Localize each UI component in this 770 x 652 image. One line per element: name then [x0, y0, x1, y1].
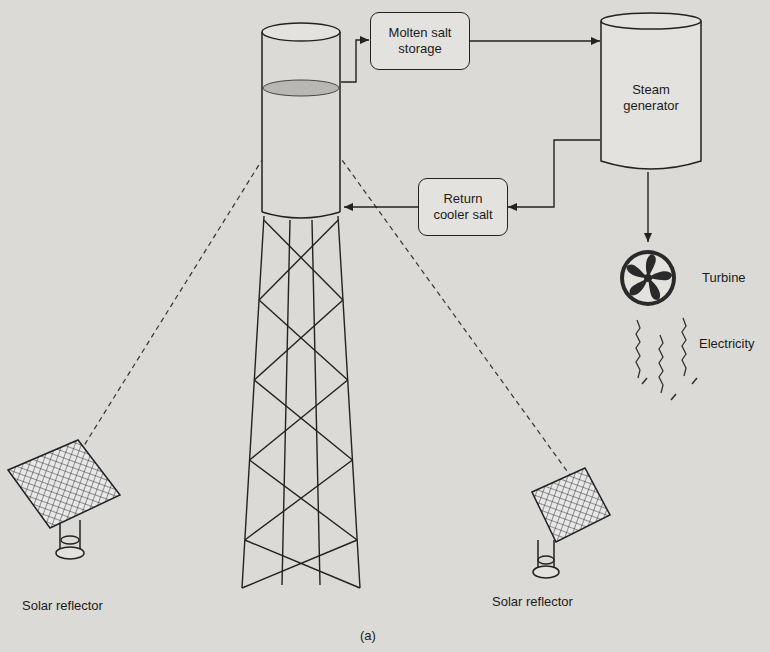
storage-box: Molten salt storage: [370, 12, 470, 70]
flow-arrow: [470, 40, 600, 41]
figure-caption: (a): [360, 628, 376, 643]
steam-pipe: [647, 172, 648, 242]
node-text: Return cooler salt: [427, 191, 499, 224]
turbine-symbol: [620, 250, 676, 306]
sun-ray-lines: [80, 160, 572, 478]
node-text: Steam generator: [608, 82, 694, 115]
turbine-label: Turbine: [702, 270, 746, 285]
receiver-tank: [262, 23, 340, 218]
tower-lattice: [242, 216, 360, 588]
node-text: Molten salt storage: [379, 25, 461, 58]
electricity-symbol: [636, 318, 697, 400]
steam-generator-cylinder: Steam generator: [600, 12, 702, 170]
reflector-label: Solar reflector: [492, 594, 573, 609]
electricity-label: Electricity: [699, 336, 755, 351]
solar-reflector-right: [532, 468, 610, 578]
cold-salt-pipe: [344, 206, 418, 207]
solar-reflector-left: [8, 440, 120, 559]
flow-arrow: [508, 140, 600, 207]
return-salt-box: Return cooler salt: [418, 178, 508, 236]
reflector-label: Solar reflector: [22, 598, 103, 613]
hot-salt-pipe: [341, 40, 369, 82]
